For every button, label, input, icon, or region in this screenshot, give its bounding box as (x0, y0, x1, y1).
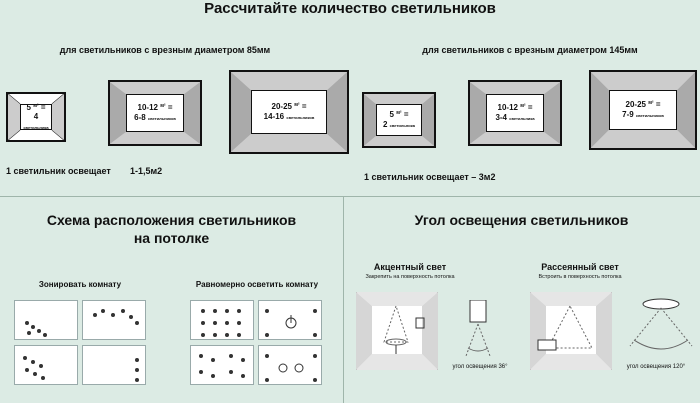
diffuse-desc: Встроить в поверхность потолка (538, 274, 622, 280)
room-145-small: 5 м² = 2 светильника (362, 92, 436, 148)
plan-zoning-4 (82, 345, 146, 385)
room-145-small-eq: = (403, 110, 409, 120)
plan-even-2 (258, 300, 322, 340)
room-85-small: 5 м² = 4 светильника (6, 92, 66, 142)
layout-title-line2: на потолке (133, 229, 210, 246)
room-85-large-eq: = (301, 102, 307, 112)
coverage-85-note: 1 светильник освещает (6, 166, 111, 176)
room-145-medium: 10-12 м² = 3-4 светильника (468, 80, 562, 146)
zoning-label: Зонировать комнату (38, 280, 122, 289)
coverage-145-note: 1 светильник освещает – 3м2 (364, 172, 496, 182)
room-85-medium-count: 6-8 (134, 113, 146, 122)
diffuse-room-illustration (529, 291, 613, 371)
plan-zoning-3 (14, 345, 78, 385)
plan-even-3 (190, 345, 254, 385)
coverage-85-value: 1-1,5м2 (130, 166, 163, 176)
accent-angle: угол освещения 36° (452, 364, 508, 370)
room-85-medium-count-unit: светильников (147, 116, 176, 121)
room-145-medium-count: 3-4 (495, 113, 507, 122)
accent-desc: Закрепить на поверхность потолка (365, 274, 455, 280)
room-85-medium-area: 10-12 (137, 103, 158, 113)
layout-section-title: Схема расположения светильников на потол… (0, 212, 343, 247)
section-divider-horizontal (0, 196, 700, 197)
layout-title-line1: Схема расположения светильников (46, 212, 297, 228)
heading-145mm: для светильников с врезным диаметром 145… (422, 45, 638, 55)
room-85-large: 20-25 м² = 14-16 светильников (229, 70, 349, 154)
room-85-medium-unit: м² (160, 103, 166, 110)
angle-section-title: Угол освещения светильников (414, 212, 629, 228)
diffuse-angle: угол освещения 120° (626, 364, 686, 370)
room-85-large-count: 14-16 (263, 112, 285, 121)
room-145-medium-count-unit: светильника (509, 116, 535, 121)
room-145-large-eq: = (655, 100, 661, 110)
room-145-medium-eq: = (527, 103, 533, 113)
diffuse-label: Рассеянный свет (541, 262, 619, 272)
room-145-small-unit: м² (396, 110, 402, 117)
plan-even-1 (190, 300, 254, 340)
room-145-large-unit: м² (648, 100, 654, 107)
room-145-large-count: 7-9 (622, 110, 634, 119)
room-145-small-count: 2 (382, 120, 388, 129)
room-145-medium-area: 10-12 (497, 103, 518, 113)
room-85-large-unit: м² (294, 102, 300, 109)
room-145-large: 20-25 м² = 7-9 светильников (589, 70, 697, 150)
room-145-large-area: 20-25 (625, 100, 646, 110)
plan-even-4 (258, 345, 322, 385)
room-145-medium-unit: м² (520, 103, 526, 110)
room-85-small-eq: = (40, 102, 46, 112)
even-label: Равномерно осветить комнату (195, 280, 319, 289)
room-85-medium-eq: = (167, 103, 173, 113)
accent-luminaire-icon (458, 299, 498, 360)
section-divider-vertical (343, 196, 344, 403)
room-85-small-count: 4 (33, 112, 39, 122)
room-145-small-count-unit: светильника (389, 123, 415, 128)
room-85-medium: 10-12 м² = 6-8 светильников (108, 80, 202, 146)
diffuse-luminaire-icon (626, 296, 696, 360)
room-85-small-unit: м² (33, 102, 39, 109)
room-145-large-count-unit: светильников (635, 113, 664, 118)
heading-85mm: для светильников с врезным диаметром 85м… (59, 45, 271, 55)
accent-room-illustration (355, 291, 439, 371)
room-85-large-area: 20-25 (271, 102, 292, 112)
room-85-large-count-unit: светильников (286, 115, 315, 120)
room-85-small-count-unit: светильника (23, 124, 49, 130)
room-85-small-area: 5 (26, 102, 31, 112)
accent-label: Акцентный свет (373, 262, 447, 272)
plan-zoning-1 (14, 300, 78, 340)
plan-zoning-2 (82, 300, 146, 340)
room-145-small-area: 5 (389, 110, 394, 120)
page-title: Рассчитайте количество светильников (204, 0, 496, 17)
